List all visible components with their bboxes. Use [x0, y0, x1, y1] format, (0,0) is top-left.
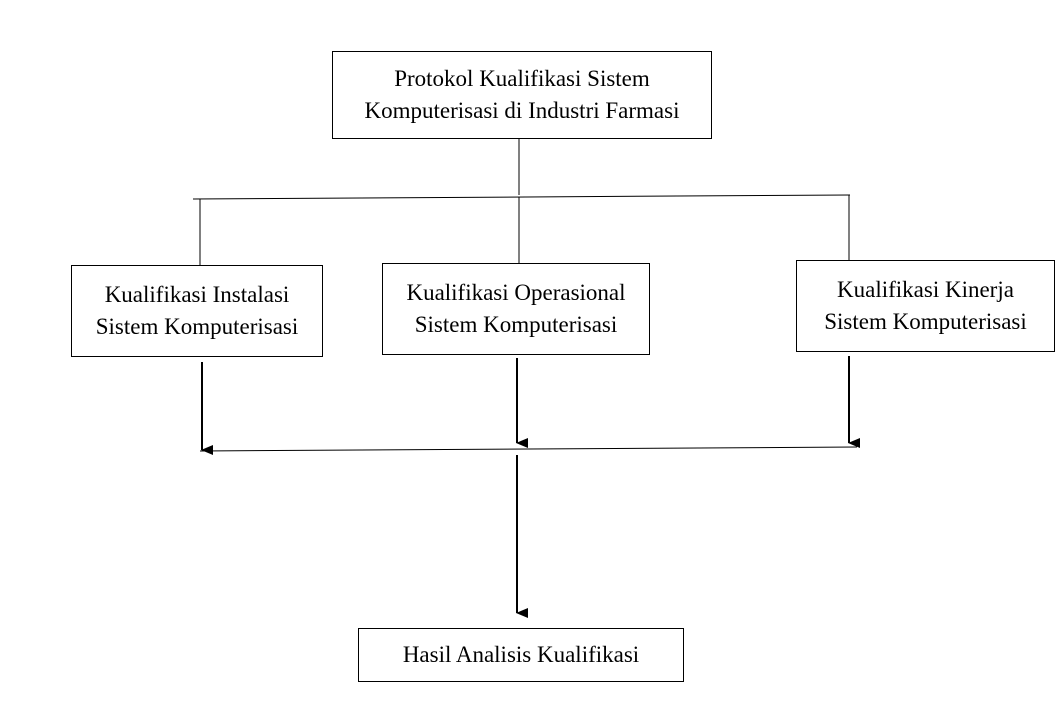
installation-qualification-box: Kualifikasi Instalasi Sistem Komputerisa… [71, 265, 323, 357]
operational-label-line-1: Kualifikasi Operasional [406, 280, 626, 305]
protocol-title-line-2: Komputerisasi di Industri Farmasi [364, 98, 680, 123]
performance-qualification-box: Kualifikasi Kinerja Sistem Komputerisasi [796, 260, 1055, 352]
installation-label-line-2: Sistem Komputerisasi [95, 314, 299, 339]
distribution-bar [192, 194, 851, 200]
performance-label-line-1: Kualifikasi Kinerja [837, 277, 1014, 302]
installation-label-line-1: Kualifikasi Instalasi [104, 282, 290, 307]
protocol-box: Protokol Kualifikasi Sistem Komputerisas… [332, 51, 712, 139]
performance-label-line-2: Sistem Komputerisasi [824, 309, 1027, 334]
operational-qualification-box: Kualifikasi Operasional Sistem Komputeri… [382, 263, 650, 355]
collector-bar [199, 446, 858, 452]
protocol-title-line-1: Protokol Kualifikasi Sistem [394, 66, 650, 91]
operational-label-line-2: Sistem Komputerisasi [414, 312, 618, 337]
qualification-result-box: Hasil Analisis Kualifikasi [358, 628, 684, 682]
result-label: Hasil Analisis Kualifikasi [402, 642, 640, 667]
